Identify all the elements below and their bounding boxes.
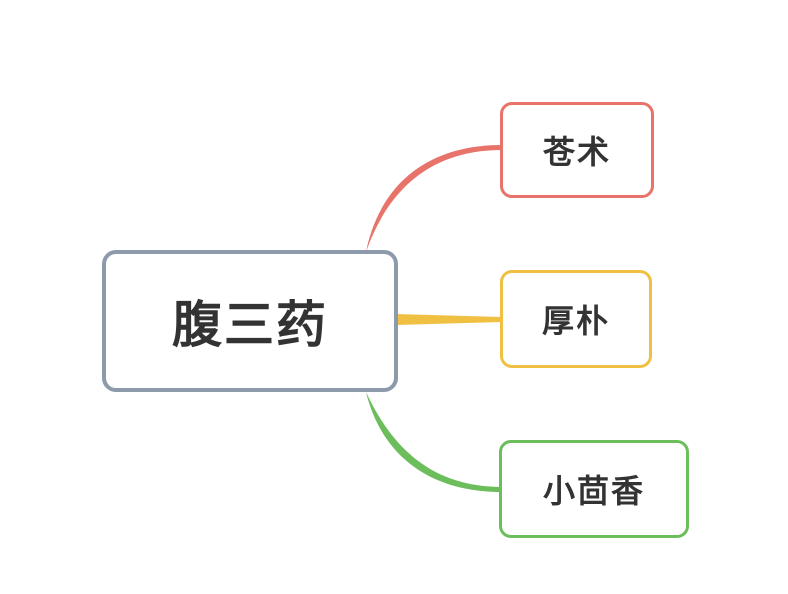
connector-middle-branch (396, 314, 502, 325)
connector-top-branch (366, 145, 502, 252)
child-node-houpo[interactable]: 厚朴 (500, 270, 652, 368)
child-node-xiaohuixiang[interactable]: 小茴香 (499, 440, 689, 538)
connector-bottom-branch (366, 392, 502, 492)
child-node-cangzhu[interactable]: 苍术 (500, 102, 654, 198)
root-node[interactable]: 腹三药 (102, 250, 398, 392)
